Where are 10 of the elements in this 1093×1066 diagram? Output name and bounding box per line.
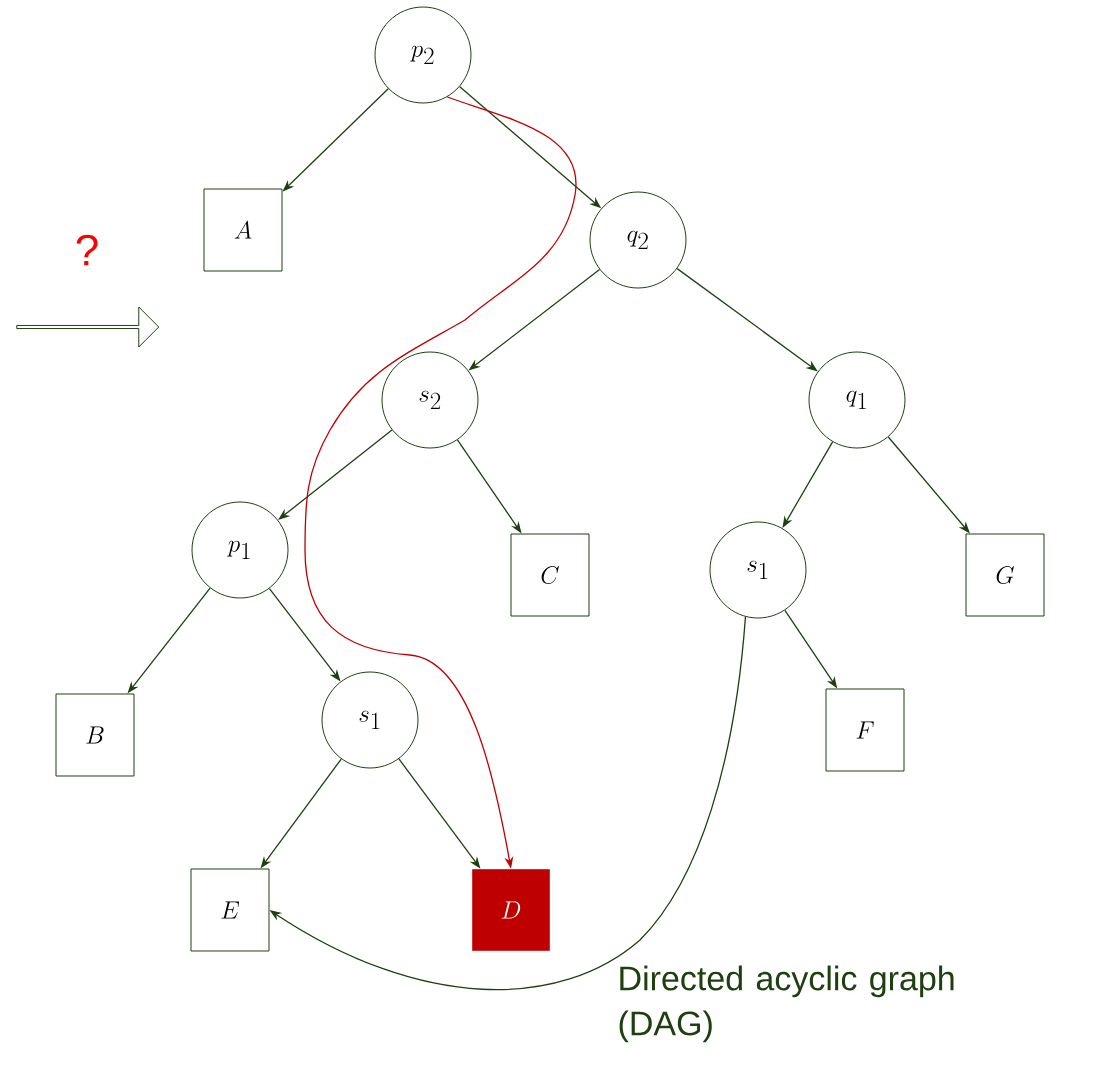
leaf-box: $G$ <box>965 533 1045 617</box>
leaf-box: $C$ <box>510 533 590 617</box>
leaf-box: $E$ <box>190 868 270 952</box>
question-mark: ? <box>76 234 98 266</box>
leaf-box: $B$ <box>55 693 135 777</box>
leaf-box: $A$ <box>203 188 283 272</box>
caption-text: Directed acyclic graph (DAG) <box>619 965 954 1043</box>
leaf-box: $D$ <box>471 868 551 952</box>
arrow <box>278 429 393 520</box>
leaf-box: $F$ <box>825 688 905 772</box>
